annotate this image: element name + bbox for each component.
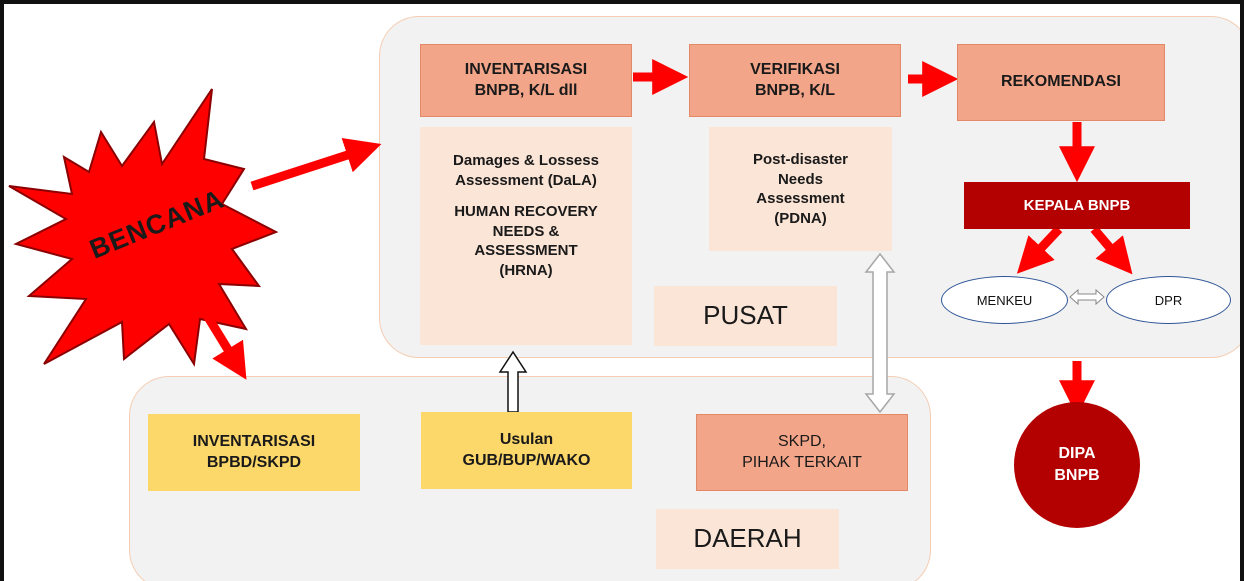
pusat-label: PUSAT xyxy=(654,286,837,346)
arrow-pdna-skpd-bidirectional xyxy=(864,252,896,414)
arrow-bencana-to-pusat xyxy=(250,137,382,191)
rekomendasi-box: REKOMENDASI xyxy=(957,44,1165,121)
usulan-box: Usulan GUB/BUP/WAKO xyxy=(421,412,632,489)
menkeu-ellipse: MENKEU xyxy=(941,276,1068,324)
inventarisasi-bnpb-box: INVENTARISASI BNPB, K/L dll xyxy=(420,44,632,117)
arrow-kepala-to-menkeu xyxy=(1016,225,1063,274)
daerah-label: DAERAH xyxy=(656,509,839,569)
skpd-box: SKPD, PIHAK TERKAIT xyxy=(696,414,908,491)
bencana-burst-shape xyxy=(8,88,279,367)
arrow-usulan-to-hrna xyxy=(498,350,528,413)
dpr-ellipse: DPR xyxy=(1106,276,1231,324)
arrow-kepala-to-dpr xyxy=(1090,226,1133,275)
dala-hrna-box: Damages & Lossess Assessment (DaLA) HUMA… xyxy=(420,127,632,345)
arrow-bencana-to-daerah xyxy=(196,301,247,380)
kepala-bnpb-box: KEPALA BNPB xyxy=(964,182,1190,229)
hrna-text: HUMAN RECOVERY NEEDS & ASSESSMENT (HRNA) xyxy=(454,203,598,279)
verifikasi-box: VERIFIKASI BNPB, K/L xyxy=(689,44,901,117)
dipa-bnpb-circle: DIPA BNPB xyxy=(1014,402,1140,528)
dala-text: Damages & Lossess Assessment (DaLA) xyxy=(453,152,599,189)
pdna-box: Post-disaster Needs Assessment (PDNA) xyxy=(709,127,892,251)
arrows-layer xyxy=(8,59,1133,417)
arrow-menkeu-dpr-bidirectional xyxy=(1069,288,1105,306)
inventarisasi-bpbd-box: INVENTARISASI BPBD/SKPD xyxy=(148,414,360,491)
